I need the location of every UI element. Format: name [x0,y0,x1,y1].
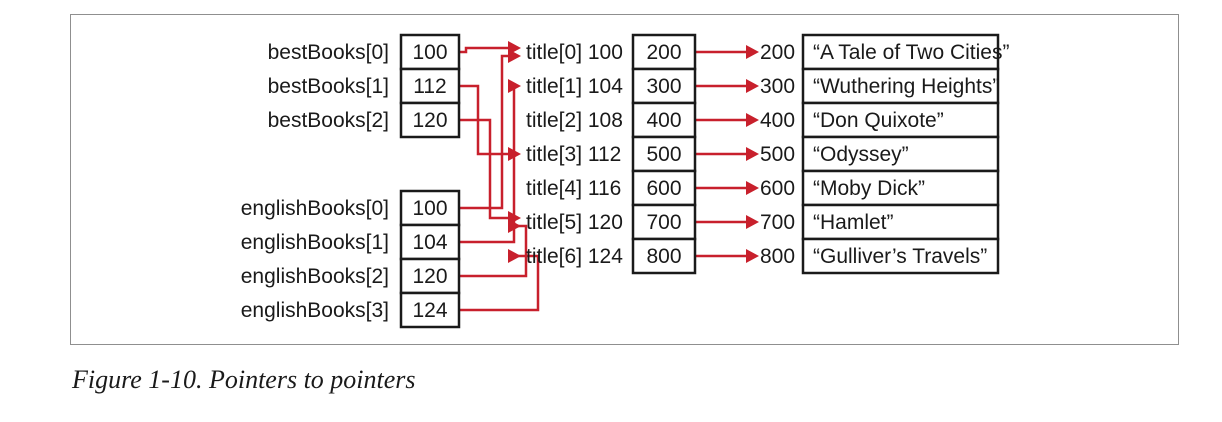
best-books-label-0: bestBooks[0] [268,41,389,64]
title-cell-5-value: 700 [646,211,681,234]
string-value-5: “Hamlet” [813,211,894,234]
english-books-array: englishBooks[0] 100 englishBooks[1] 104 engl… [241,189,461,329]
string-address-1: 300 [760,75,795,98]
string-box-5 [801,203,1000,241]
string-box-0 [801,33,1000,71]
string-value-4: “Moby Dick” [813,177,925,200]
title-to-string-3-arrowhead [746,147,759,161]
string-address-2: 400 [760,109,795,132]
english-books-label-2: englishBooks[2] [241,265,389,288]
english-books-cell-0-value: 100 [412,197,447,220]
string-address-0: 200 [760,41,795,64]
title-label-0: title[0] 100 [526,41,623,64]
string-box-3 [801,135,1000,173]
best-books-cell-0-box [399,33,461,71]
best-books-array: bestBooks[0] 100 bestBooks[1] 112 bestBooks[… [268,33,461,139]
title-label-2: title[2] 108 [526,109,623,132]
best-books-label-2: bestBooks[2] [268,109,389,132]
title-label-4: title[4] 116 [526,177,621,200]
string-box-2 [801,101,1000,139]
english-books-2-pointer [459,224,528,278]
english-books-cell-3-value: 124 [412,299,447,322]
title-cell-1-value: 300 [646,75,681,98]
english-books-0-pointer [459,54,509,210]
pointer-diagram: bestBooks[0] 100 bestBooks[1] 112 bestBooks[… [241,33,1009,329]
string-value-2: “Don Quixote” [813,109,944,132]
title-cell-0-box [631,33,697,71]
title-to-string-1-arrowhead [746,79,759,93]
title-cell-0-value: 200 [646,41,681,64]
string-value-1: “Wuthering Heights” [813,75,999,98]
title-cell-2-value: 400 [646,109,681,132]
title-cell-3-box [631,135,697,173]
string-box-1 [801,67,1000,105]
string-box-4 [801,169,1000,207]
english-books-3-pointer [459,254,540,312]
title-to-string-6-arrowhead [746,249,759,263]
english-books-cell-3-box [399,291,461,329]
title-cell-4-box [631,169,697,207]
english-books-label-1: englishBooks[1] [241,231,389,254]
english-books-2-pointer-arrowhead [508,219,521,233]
title-to-string-0-arrowhead [746,45,759,59]
english-books-cell-2-value: 120 [412,265,447,288]
titles-array: title[0] 100 200 title[1] 104 300 title[2] 1… [526,33,697,275]
english-books-0-pointer-arrowhead [508,49,521,63]
english-books-label-0: englishBooks[0] [241,197,389,220]
title-cell-6-value: 800 [646,245,681,268]
title-to-string-5-arrowhead [746,215,759,229]
title-label-5: title[5] 120 [526,211,623,234]
string-address-5: 700 [760,211,795,234]
best-books-2-pointer [459,118,509,220]
title-label-1: title[1] 104 [526,75,623,98]
title-cell-6-box [631,237,697,275]
title-cell-4-value: 600 [646,177,681,200]
best-books-label-1: bestBooks[1] [268,75,389,98]
title-to-string-2-arrowhead [746,113,759,127]
string-value-0: “A Tale of Two Cities” [813,41,1009,64]
string-address-3: 500 [760,143,795,166]
english-books-1-pointer-arrowhead [508,79,521,93]
english-books-cell-1-value: 104 [412,231,447,254]
string-value-6: “Gulliver’s Travels” [813,245,987,268]
string-address-4: 600 [760,177,795,200]
english-books-label-3: englishBooks[3] [241,299,389,322]
best-books-cell-2-box [399,101,461,139]
string-box-6 [801,237,1000,275]
best-books-0-pointer [459,46,509,54]
best-books-cell-2-value: 120 [412,109,447,132]
string-value-3: “Odyssey” [813,143,909,166]
figure-frame: bestBooks[0] 100 bestBooks[1] 112 bestBooks[… [70,14,1179,345]
pointer-arrows [459,41,759,312]
title-to-string-4-arrowhead [746,181,759,195]
english-books-3-pointer-arrowhead [508,249,521,263]
best-books-cell-1-value: 112 [413,75,446,98]
title-label-6: title[6] 124 [526,245,623,268]
title-label-3: title[3] 112 [526,143,621,166]
title-cell-1-box [631,67,697,105]
strings-table: 200 “A Tale of Two Cities” 300 “Wuthering H… [760,33,1009,275]
best-books-cell-0-value: 100 [412,41,447,64]
title-cell-3-value: 500 [646,143,681,166]
figure-caption: Figure 1-10. Pointers to pointers [72,365,416,394]
string-address-6: 800 [760,245,795,268]
